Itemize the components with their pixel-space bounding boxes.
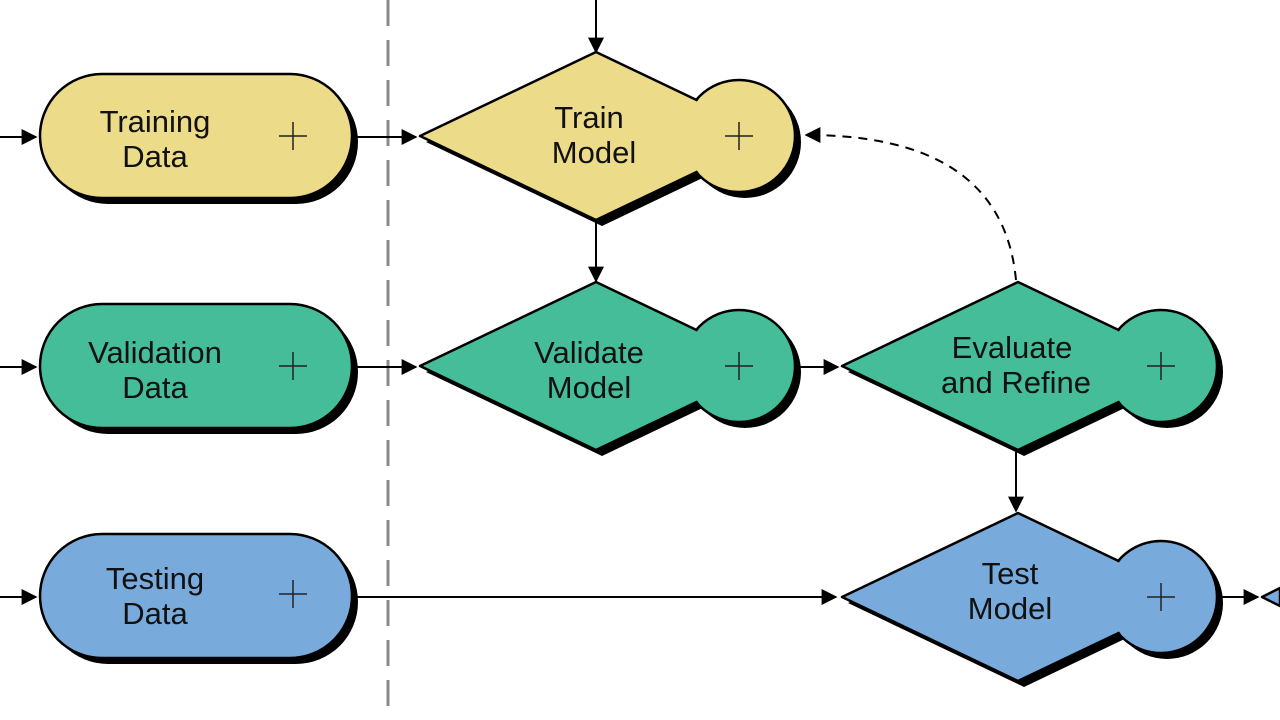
edge-refine-loop [804,127,1017,281]
node-label-line1: Validation [88,335,222,370]
node-label-line1: Validate [534,335,644,370]
plus-icon[interactable] [725,122,753,150]
node-label-line1: Evaluate [952,330,1073,365]
node-label-line1: Train [554,100,623,135]
node-train-model[interactable]: Train Model [418,50,801,226]
plus-icon[interactable] [1147,583,1175,611]
plus-icon[interactable] [279,122,307,150]
plus-icon[interactable] [279,580,307,608]
plus-icon[interactable] [725,352,753,380]
node-label-line2: Model [552,135,636,170]
node-label-line2: Model [547,370,631,405]
node-label-line1: Test [982,556,1039,591]
node-label-line2: Data [122,370,188,405]
node-shape [38,72,354,200]
node-training-data[interactable]: Training Data [38,72,358,204]
node-label-line2: and Refine [941,365,1091,400]
node-validate-model[interactable]: Validate Model [418,280,801,456]
node-validation-data[interactable]: Validation Data [38,302,358,434]
node-evaluate-and-refine[interactable]: Evaluate and Refine [840,280,1223,456]
node-label-line1: Training [100,104,211,139]
node-shape [38,302,354,430]
plus-icon[interactable] [1147,352,1175,380]
node-label-line2: Model [968,591,1052,626]
node-label-line1: Testing [106,561,204,596]
node-testing-data[interactable]: Testing Data [38,532,358,664]
node-shape [38,532,354,660]
node-next-partial[interactable] [1260,586,1280,608]
node-test-model[interactable]: Test Model [840,511,1223,687]
node-label-line2: Data [122,139,188,174]
node-label-line2: Data [122,596,188,631]
plus-icon[interactable] [279,352,307,380]
